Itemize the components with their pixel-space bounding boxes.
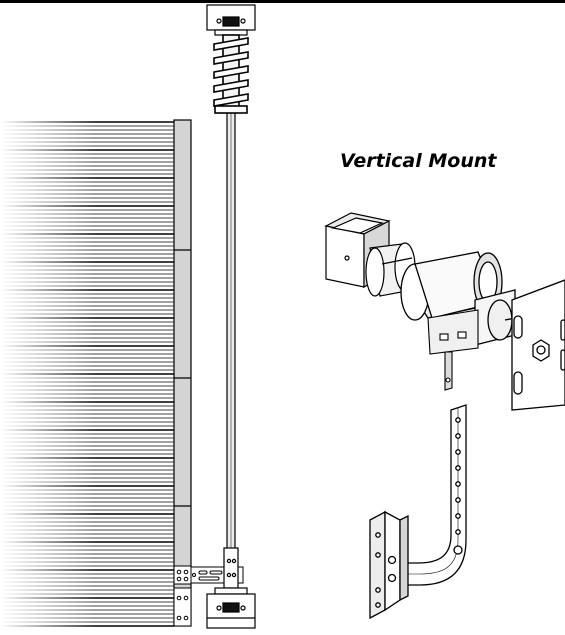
door-curtain — [0, 118, 175, 628]
top-rule — [0, 0, 565, 3]
diagram-title: Vertical Mount — [340, 150, 497, 172]
strap-clamp — [427, 309, 479, 391]
bottom-clamp — [206, 587, 256, 629]
door-guide-rail — [173, 119, 192, 627]
tension-spring — [213, 34, 249, 114]
guide-rail-brackets — [173, 565, 192, 627]
collar-housing — [400, 251, 503, 321]
top-clamp — [206, 4, 256, 36]
bracket-plate — [474, 279, 565, 411]
channel-bracket — [369, 510, 409, 620]
vertical-shaft — [223, 111, 239, 589]
